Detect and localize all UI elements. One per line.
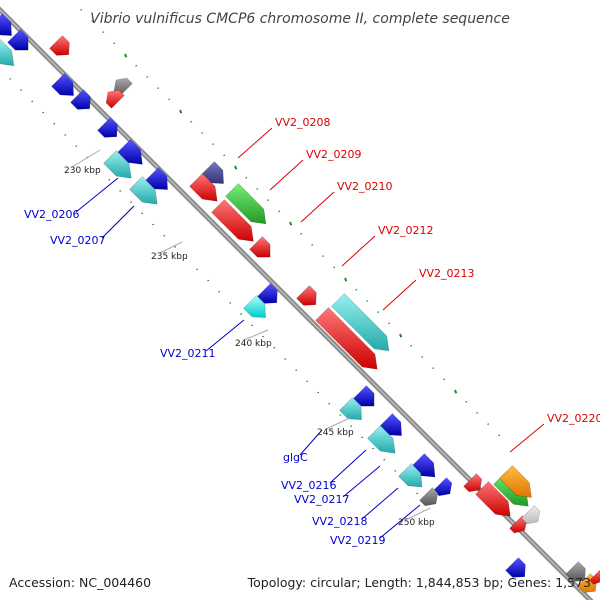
gene-label[interactable]: VV2_0207 (50, 234, 106, 247)
gene-label[interactable]: VV2_0208 (275, 116, 331, 129)
tick-mark (124, 53, 128, 58)
label-leader-lines (71, 127, 545, 539)
tick-mark (399, 333, 403, 338)
gene-arrow[interactable] (201, 161, 224, 184)
genome-backbone (0, 6, 594, 600)
gene-arrow[interactable] (398, 463, 423, 488)
gene-arrow[interactable] (589, 568, 600, 585)
gene-arrow[interactable] (463, 473, 483, 493)
gene-arrow[interactable] (521, 505, 541, 525)
gene-label[interactable]: VV2_0209 (306, 148, 362, 161)
gene-arrow[interactable] (7, 29, 29, 51)
gene-labels: VV2_0208 VV2_0209 VV2_0210 VV2_0212 VV2_… (24, 116, 600, 547)
gene-arrow[interactable] (433, 477, 453, 497)
tick-label: 245 kbp (317, 428, 354, 438)
gene-arrow[interactable] (499, 465, 532, 498)
gene-features (0, 13, 600, 593)
gene-arrow[interactable] (331, 293, 390, 352)
tick-mark (454, 389, 458, 394)
gene-arrow[interactable] (353, 385, 375, 407)
leader-line (71, 149, 101, 168)
gene-label[interactable]: VV2_0206 (24, 208, 80, 221)
gene-arrow[interactable] (0, 13, 12, 36)
leader-line (407, 507, 431, 520)
tick-label: 235 kbp (151, 252, 188, 262)
leader-line (243, 329, 269, 341)
leader-line (299, 429, 323, 456)
gene-arrow[interactable] (189, 173, 218, 202)
gene-arrow[interactable] (70, 89, 91, 110)
accession-text: Accession: NC_004460 (9, 575, 151, 590)
leader-line (329, 449, 367, 484)
gene-arrow[interactable] (97, 117, 118, 138)
tick-labels: 230 kbp 235 kbp 240 kbp 245 kbp 250 kbp (64, 166, 435, 528)
gene-label[interactable]: VV2_0213 (419, 267, 475, 280)
leader-line (382, 279, 417, 311)
leader-line (379, 504, 421, 539)
gene-arrow[interactable] (49, 35, 70, 56)
gene-arrow[interactable] (225, 183, 267, 225)
gene-arrow[interactable] (105, 89, 125, 109)
leader-line (205, 319, 245, 352)
gene-arrow[interactable] (505, 557, 526, 578)
leader-line (269, 159, 304, 191)
gene-arrow[interactable] (103, 150, 132, 179)
gene-arrow[interactable] (0, 39, 15, 67)
leader-line (342, 465, 381, 498)
gene-arrow[interactable] (379, 413, 402, 436)
gene-arrow[interactable] (51, 73, 74, 96)
leader-line (361, 487, 399, 520)
gene-arrow[interactable] (243, 295, 266, 318)
gene-arrow[interactable] (257, 283, 278, 304)
gene-label[interactable]: VV2_0216 (281, 479, 337, 492)
gene-arrow[interactable] (249, 236, 271, 258)
gene-arrow[interactable] (419, 487, 439, 507)
topology-text: Topology: circular; Length: 1,844,853 bp… (247, 575, 591, 590)
gene-arrow[interactable] (565, 561, 586, 582)
gene-label[interactable]: VV2_0217 (294, 493, 350, 506)
tick-mark (289, 221, 293, 226)
leader-line (300, 191, 335, 223)
gene-label[interactable]: glgC (283, 451, 308, 464)
gene-label[interactable]: VV2_0219 (330, 534, 386, 547)
leader-line (75, 177, 119, 213)
map-title: Vibrio vulnificus CMCP6 chromosome II, c… (90, 11, 510, 27)
gene-arrow[interactable] (367, 425, 396, 454)
tick-label: 230 kbp (64, 166, 101, 176)
tick-label: 240 kbp (235, 339, 272, 349)
gene-arrow[interactable] (475, 481, 511, 517)
leader-line (325, 417, 351, 430)
leader-line (341, 235, 376, 267)
gene-arrow[interactable] (339, 397, 362, 420)
leader-line (101, 205, 135, 239)
gene-arrow[interactable] (296, 285, 317, 306)
gene-arrow[interactable] (129, 176, 158, 205)
gene-label[interactable]: VV2_0218 (312, 515, 368, 528)
gene-arrow[interactable] (145, 167, 168, 190)
gene-label[interactable]: VV2_0220 (547, 412, 600, 425)
leader-line (159, 241, 183, 254)
tick-mark (234, 165, 238, 170)
gene-label[interactable]: VV2_0210 (337, 180, 393, 193)
gene-arrow[interactable] (315, 307, 378, 370)
leader-line (237, 127, 273, 159)
gene-arrow[interactable] (211, 199, 254, 242)
gene-label[interactable]: VV2_0211 (160, 347, 216, 360)
leader-line (509, 423, 545, 453)
tick-label: 250 kbp (398, 518, 435, 528)
tick-mark (179, 109, 183, 114)
gene-label[interactable]: VV2_0212 (378, 224, 434, 237)
tick-mark (344, 277, 348, 282)
